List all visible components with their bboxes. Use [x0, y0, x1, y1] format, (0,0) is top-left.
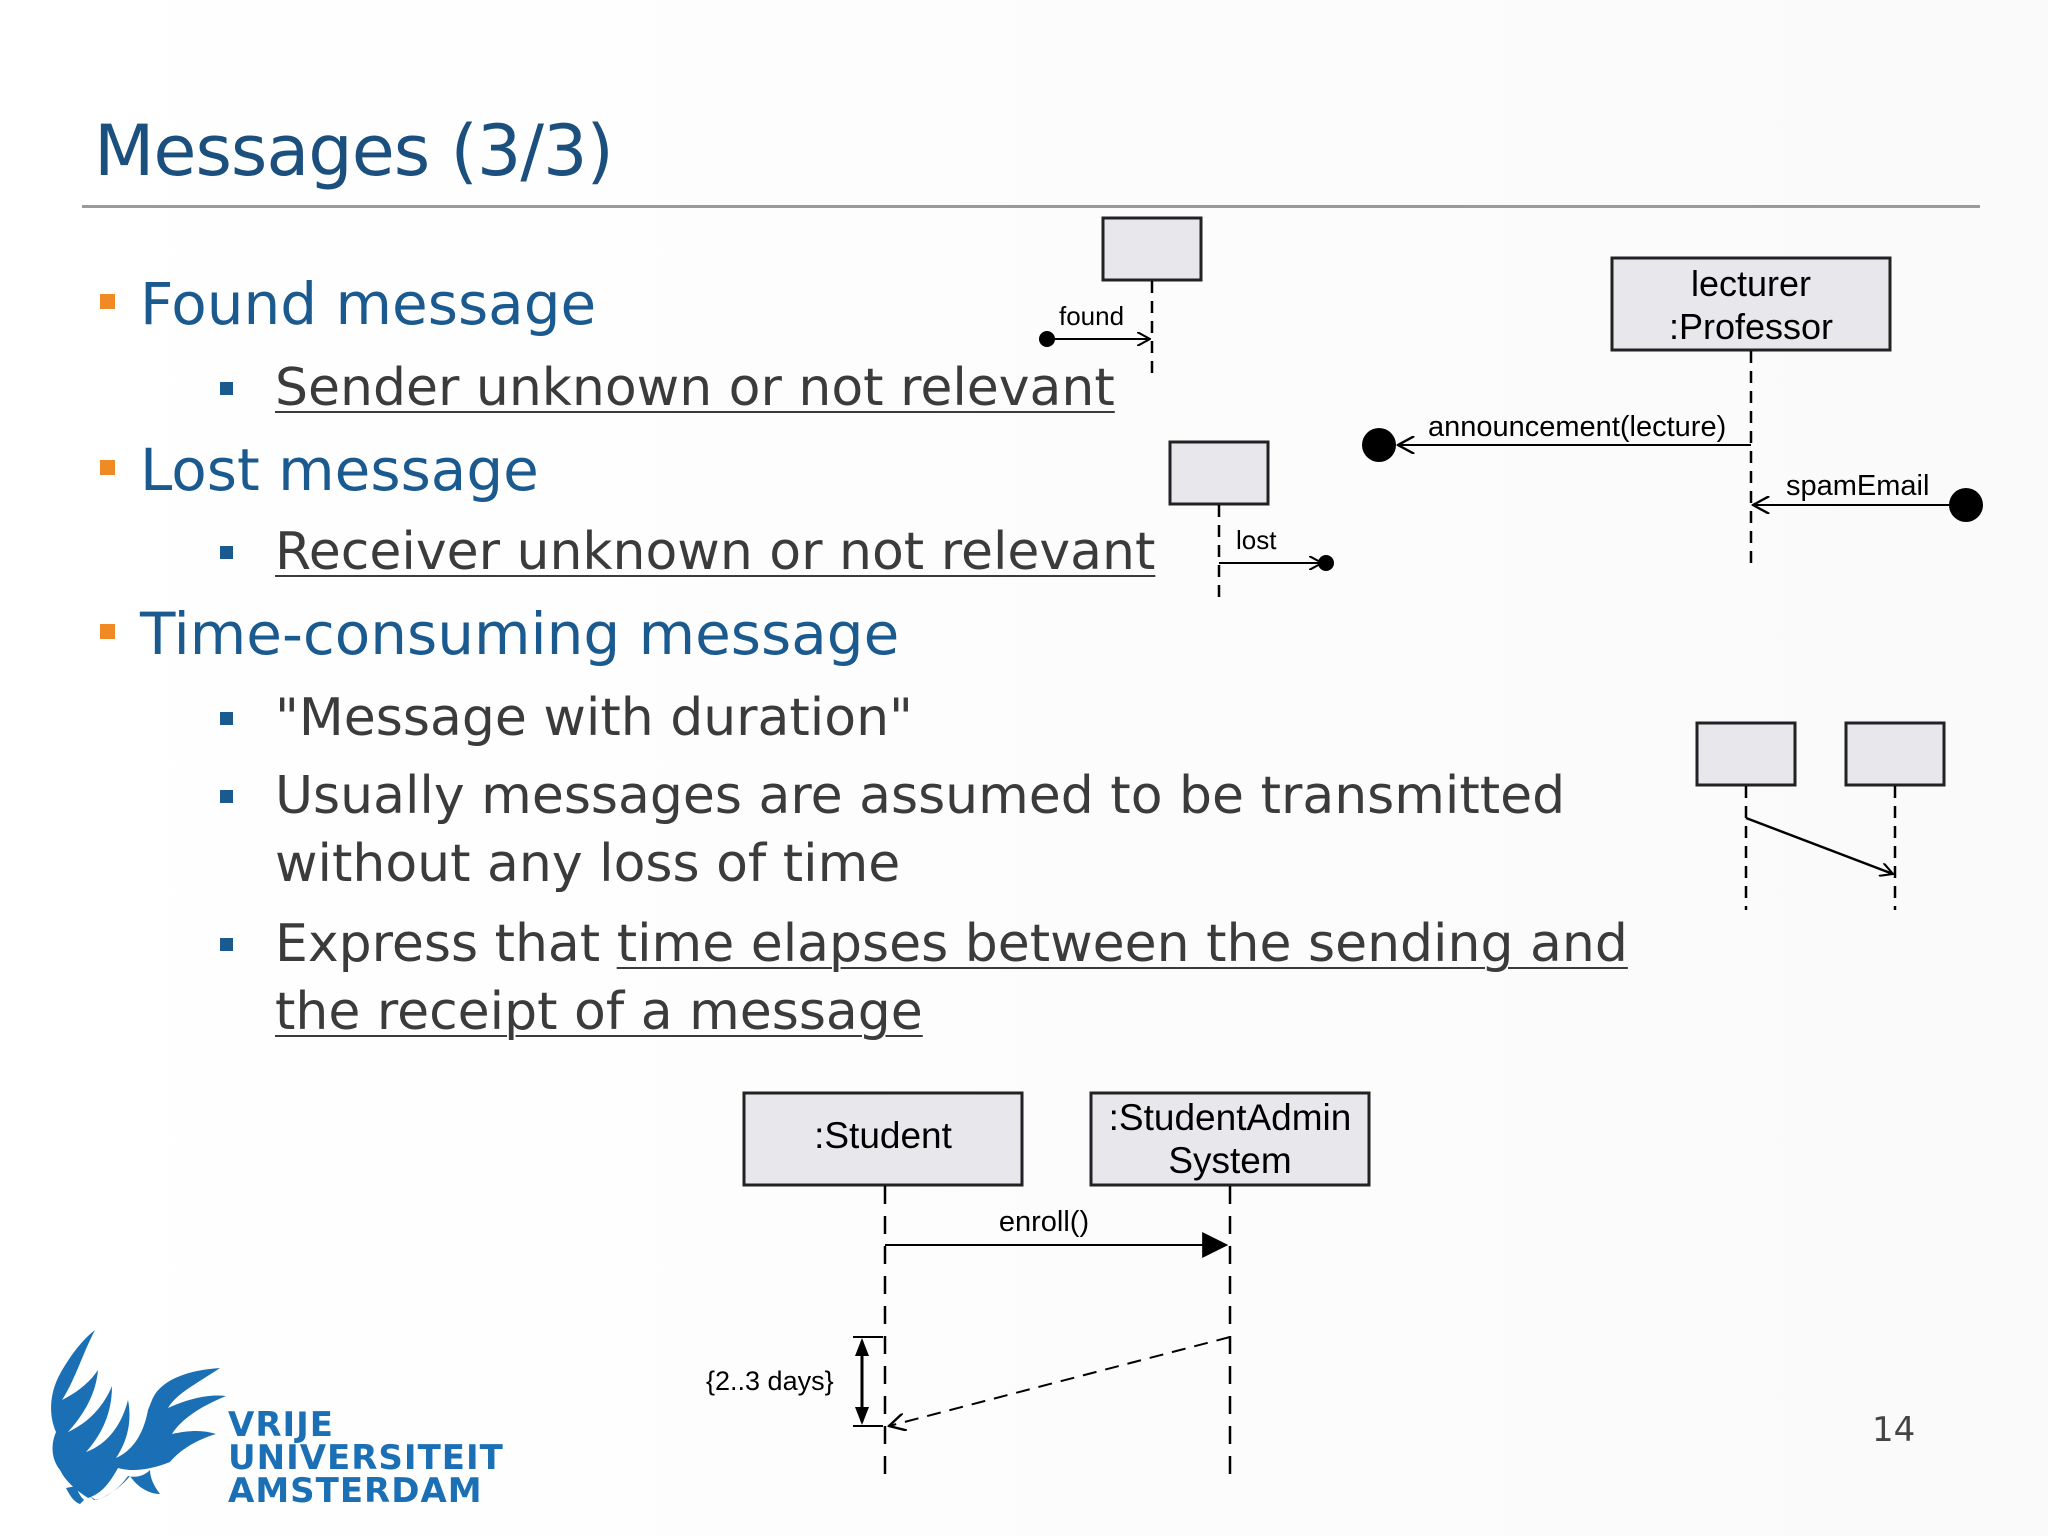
enroll-label: enroll()	[999, 1206, 1089, 1238]
sub-bullet-text: "Message with duration"	[275, 688, 913, 748]
sub-bullet-text-line1: Usually messages are assumed to be trans…	[275, 766, 1566, 826]
orange-bullet-marker	[100, 460, 115, 476]
logo-text-line3: AMSTERDAM	[228, 1471, 483, 1511]
lifeline-box-left	[1695, 721, 1797, 787]
sub-bullet-prefix: Express that	[275, 914, 617, 974]
professor-label-line1: lecturer	[1691, 263, 1811, 304]
slanted-message-arrow	[1745, 816, 1893, 874]
bullet-text: Time-consuming message	[140, 600, 900, 668]
slide-title: Messages (3/3)	[94, 110, 614, 192]
admin-label-line1: :StudentAdmin	[1109, 1097, 1352, 1138]
time-consuming-small-diagram	[1695, 721, 1946, 910]
bullet-text: Found message	[140, 270, 597, 338]
student-label: :Student	[814, 1115, 953, 1156]
professor-label-line2: :Professor	[1669, 306, 1833, 347]
found-label: found	[1059, 301, 1124, 331]
title-divider	[82, 205, 1980, 208]
logo-text-line2: UNIVERSITEIT	[228, 1438, 504, 1478]
orange-bullet-marker	[100, 624, 115, 640]
sub-bullet-text-line2: without any loss of time	[275, 834, 901, 894]
reply-arrow	[889, 1336, 1231, 1426]
blue-bullet-marker	[220, 938, 233, 951]
sub-bullet-underlined-text: time elapses between the sending and	[616, 914, 1628, 974]
lifeline-box	[1101, 216, 1203, 282]
lifeline-box	[1168, 440, 1270, 506]
lifeline-box-right	[1844, 721, 1946, 787]
announcement-lost-dot	[1362, 428, 1396, 462]
lifeline-box-admin	[1089, 1091, 1371, 1187]
duration-arrow-up	[855, 1338, 869, 1356]
orange-bullet-marker	[100, 294, 115, 310]
blue-bullet-marker	[220, 546, 233, 559]
lost-target-dot	[1318, 555, 1334, 571]
lost-message-diagram: lost	[1168, 440, 1334, 600]
lost-label: lost	[1236, 525, 1277, 555]
announcement-label: announcement(lecture)	[1428, 411, 1726, 443]
sub-bullet-text-line2: the receipt of a message	[275, 982, 923, 1042]
spam-label: spamEmail	[1786, 470, 1929, 502]
blue-bullet-marker	[220, 382, 233, 395]
sub-bullet-text: Sender unknown or not relevant	[275, 358, 1115, 418]
vu-griffin-logo-icon	[51, 1330, 226, 1504]
admin-label-line2: System	[1168, 1140, 1291, 1181]
sub-bullet-text: Receiver unknown or not relevant	[275, 522, 1156, 582]
duration-arrow-down	[855, 1407, 869, 1425]
lifeline-box-student	[742, 1091, 1024, 1187]
lifeline-box-professor	[1610, 256, 1892, 352]
page-number: 14	[1872, 1410, 1916, 1450]
blue-bullet-marker	[220, 790, 233, 803]
sub-bullet-text-line1: Express that time elapses between the se…	[275, 910, 1628, 978]
blue-bullet-marker	[220, 712, 233, 725]
duration-label: {2..3 days}	[706, 1366, 834, 1396]
bullet-text: Lost message	[140, 436, 539, 504]
found-message-diagram: found	[1039, 216, 1203, 376]
logo-text-line1: VRIJE	[228, 1405, 335, 1445]
student-admin-diagram: :Student :StudentAdmin System enroll() {…	[706, 1091, 1371, 1486]
professor-diagram: lecturer :Professor announcement(lecture…	[1362, 256, 1983, 568]
